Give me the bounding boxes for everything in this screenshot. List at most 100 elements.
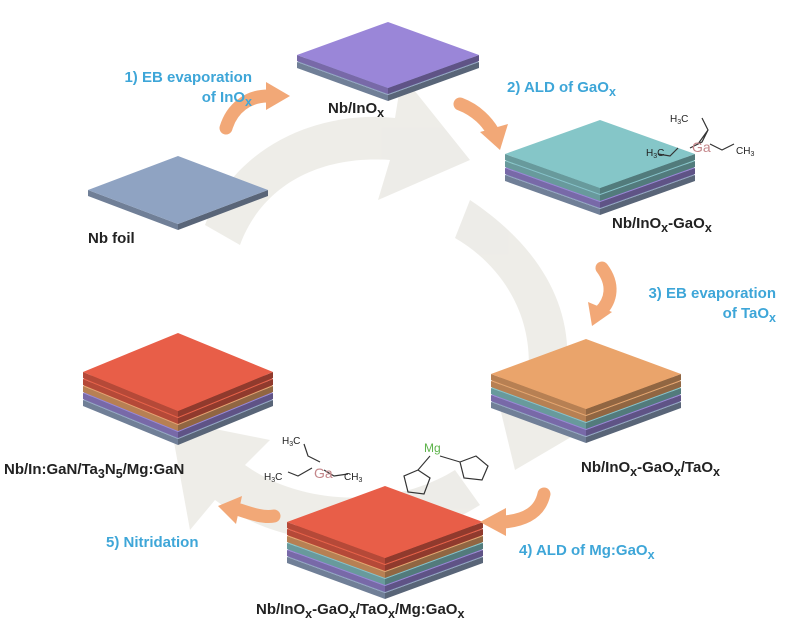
stack-mg-gaox-layer-2-left-face	[287, 550, 385, 592]
stack-nb-inox-layer-2-right-face	[388, 55, 479, 94]
stack-mg-gaox-layer-6	[287, 486, 483, 564]
stack-nb-inox-gaox-layer-3-left-face	[505, 161, 600, 201]
label-final-nitride: Nb/In:GaN/Ta3N5/Mg:GaN	[4, 461, 185, 481]
stack-mg-gaox-layer-3-right-face	[385, 543, 483, 585]
stack-final-layer-3-right-face	[178, 386, 273, 431]
stack-nb-inox-gaox-layer-4	[505, 120, 695, 194]
stack-nb-inox-gaox-taox-layer-5-top-face	[491, 339, 681, 409]
stack-final-layer-5-right-face	[178, 372, 273, 417]
stack-nb-inox-gaox-layer-1-right-face	[600, 175, 695, 215]
arrow-step-1-head	[266, 82, 290, 110]
stack-final-layer-5-left-face	[83, 372, 178, 417]
sample-stacks	[83, 22, 695, 599]
arrow-step-5-head	[218, 496, 242, 524]
stack-final-layer-1-left-face	[83, 400, 178, 445]
stack-nb-inox-layer-1-left-face	[297, 62, 388, 101]
stack-nb-inox-layer-2-left-face	[297, 55, 388, 94]
stack-nb-inox-gaox-layer-2-left-face	[505, 168, 600, 208]
arrow-step-2-head	[480, 124, 508, 150]
label-nb-foil: Nb foil	[88, 230, 135, 247]
stack-nb-inox-gaox-taox-layer-3-left-face	[491, 388, 586, 429]
stack-nb-inox-layer-2	[297, 22, 479, 94]
stack-mg-gaox-layer-4-left-face	[287, 536, 385, 578]
stack-final	[83, 333, 273, 445]
stack-final-layer-1-right-face	[178, 400, 273, 445]
arrow-step-1-shaft	[219, 89, 275, 135]
stack-nb-inox-gaox-layer-4-right-face	[600, 154, 695, 194]
stack-mg-gaox-layer-3-left-face	[287, 543, 385, 585]
ga-precursor-bottom: H3C H3C CH3 Ga	[264, 436, 362, 484]
stack-final-layer-5-top-face	[83, 333, 273, 411]
stack-nb-foil-layer-1	[88, 156, 268, 230]
methyl-label: H3C	[670, 114, 688, 126]
step-2-label: 2) ALD of GaOx	[507, 79, 616, 99]
arrow-step-3-shaft	[593, 261, 617, 319]
methyl-label: CH3	[344, 472, 362, 484]
stack-nb-inox-gaox-layer-1-left-face	[505, 175, 600, 215]
stack-mg-gaox-layer-4-right-face	[385, 536, 483, 578]
stack-nb-foil-layer-1-left-face	[88, 190, 178, 230]
stack-nb-foil-layer-1-right-face	[178, 190, 268, 230]
stack-nb-inox-gaox	[505, 120, 695, 215]
stack-nb-inox-gaox-taox-layer-5	[491, 339, 681, 415]
stack-mg-gaox-layer-1-right-face	[385, 557, 483, 599]
ga-atom: Ga	[692, 139, 711, 155]
process-arrows	[218, 82, 617, 536]
stack-nb-inox-layer-1-right-face	[388, 62, 479, 101]
arrow-step-1	[219, 82, 290, 135]
ga-atom: Ga	[314, 465, 333, 481]
step-5-label: 5) Nitridation	[106, 534, 199, 551]
stack-mg-gaox-layer-6-left-face	[287, 522, 385, 564]
arrow-step-4-head	[480, 508, 506, 536]
methyl-label: H3C	[646, 148, 664, 160]
label-nb-inox-gaox-taox: Nb/InOx-GaOx/TaOx	[581, 459, 720, 479]
stack-nb-inox-layer-2-top-face	[297, 22, 479, 88]
stack-final-layer-3-left-face	[83, 386, 178, 431]
stack-mg-gaox-layer-5-left-face	[287, 529, 385, 571]
stack-nb-inox-gaox-taox-layer-5-left-face	[491, 374, 586, 415]
stack-mg-gaox	[287, 486, 483, 599]
arrow-step-3	[588, 261, 617, 326]
stack-nb-foil-layer-1-top-face	[88, 156, 268, 224]
mg-atom: Mg	[424, 441, 441, 455]
stack-nb-inox-gaox-taox-layer-1-right-face	[586, 402, 681, 443]
stack-nb-inox-gaox-taox-layer-3-right-face	[586, 388, 681, 429]
ga-precursor-top: H3C H3C CH3 Ga	[646, 114, 754, 160]
stack-nb-inox-gaox-layer-4-left-face	[505, 154, 600, 194]
label-nb-inox-gaox-taox-mggaox: Nb/InOx-GaOx/TaOx/Mg:GaOx	[256, 601, 465, 621]
stack-mg-gaox-layer-1-left-face	[287, 557, 385, 599]
stack-final-layer-2-right-face	[178, 393, 273, 438]
stack-mg-gaox-layer-6-right-face	[385, 522, 483, 564]
stack-nb-inox-gaox-taox	[491, 339, 681, 443]
stack-final-layer-2-left-face	[83, 393, 178, 438]
arrow-step-4-shaft	[497, 487, 551, 529]
stack-mg-gaox-layer-2-right-face	[385, 550, 483, 592]
stack-nb-inox-gaox-taox-layer-2-left-face	[491, 395, 586, 436]
stack-nb-foil	[88, 156, 268, 230]
arrow-step-3-head	[588, 302, 612, 326]
methyl-label: H3C	[264, 472, 282, 484]
label-nb-inox: Nb/InOx	[328, 100, 385, 120]
arrow-step-5	[218, 496, 281, 524]
stack-nb-inox-gaox-taox-layer-5-right-face	[586, 374, 681, 415]
mg-precursor: Mg	[403, 441, 489, 495]
stack-final-layer-5	[83, 333, 273, 417]
stack-nb-inox-gaox-taox-layer-2-right-face	[586, 395, 681, 436]
arrow-step-5-shaft	[233, 503, 281, 523]
arrow-step-2	[453, 97, 508, 150]
stack-nb-inox	[297, 22, 479, 101]
stack-nb-inox-gaox-taox-layer-4-right-face	[586, 381, 681, 422]
methyl-label: CH3	[736, 146, 754, 158]
arrow-step-4	[480, 487, 551, 536]
methyl-label: H3C	[282, 436, 300, 448]
stack-mg-gaox-layer-5-right-face	[385, 529, 483, 571]
stack-final-layer-4-right-face	[178, 379, 273, 424]
stack-final-layer-4-left-face	[83, 379, 178, 424]
stack-nb-inox-gaox-taox-layer-1-left-face	[491, 402, 586, 443]
label-nb-inox-gaox: Nb/InOx-GaOx	[612, 215, 712, 235]
stack-mg-gaox-layer-6-top-face	[287, 486, 483, 558]
